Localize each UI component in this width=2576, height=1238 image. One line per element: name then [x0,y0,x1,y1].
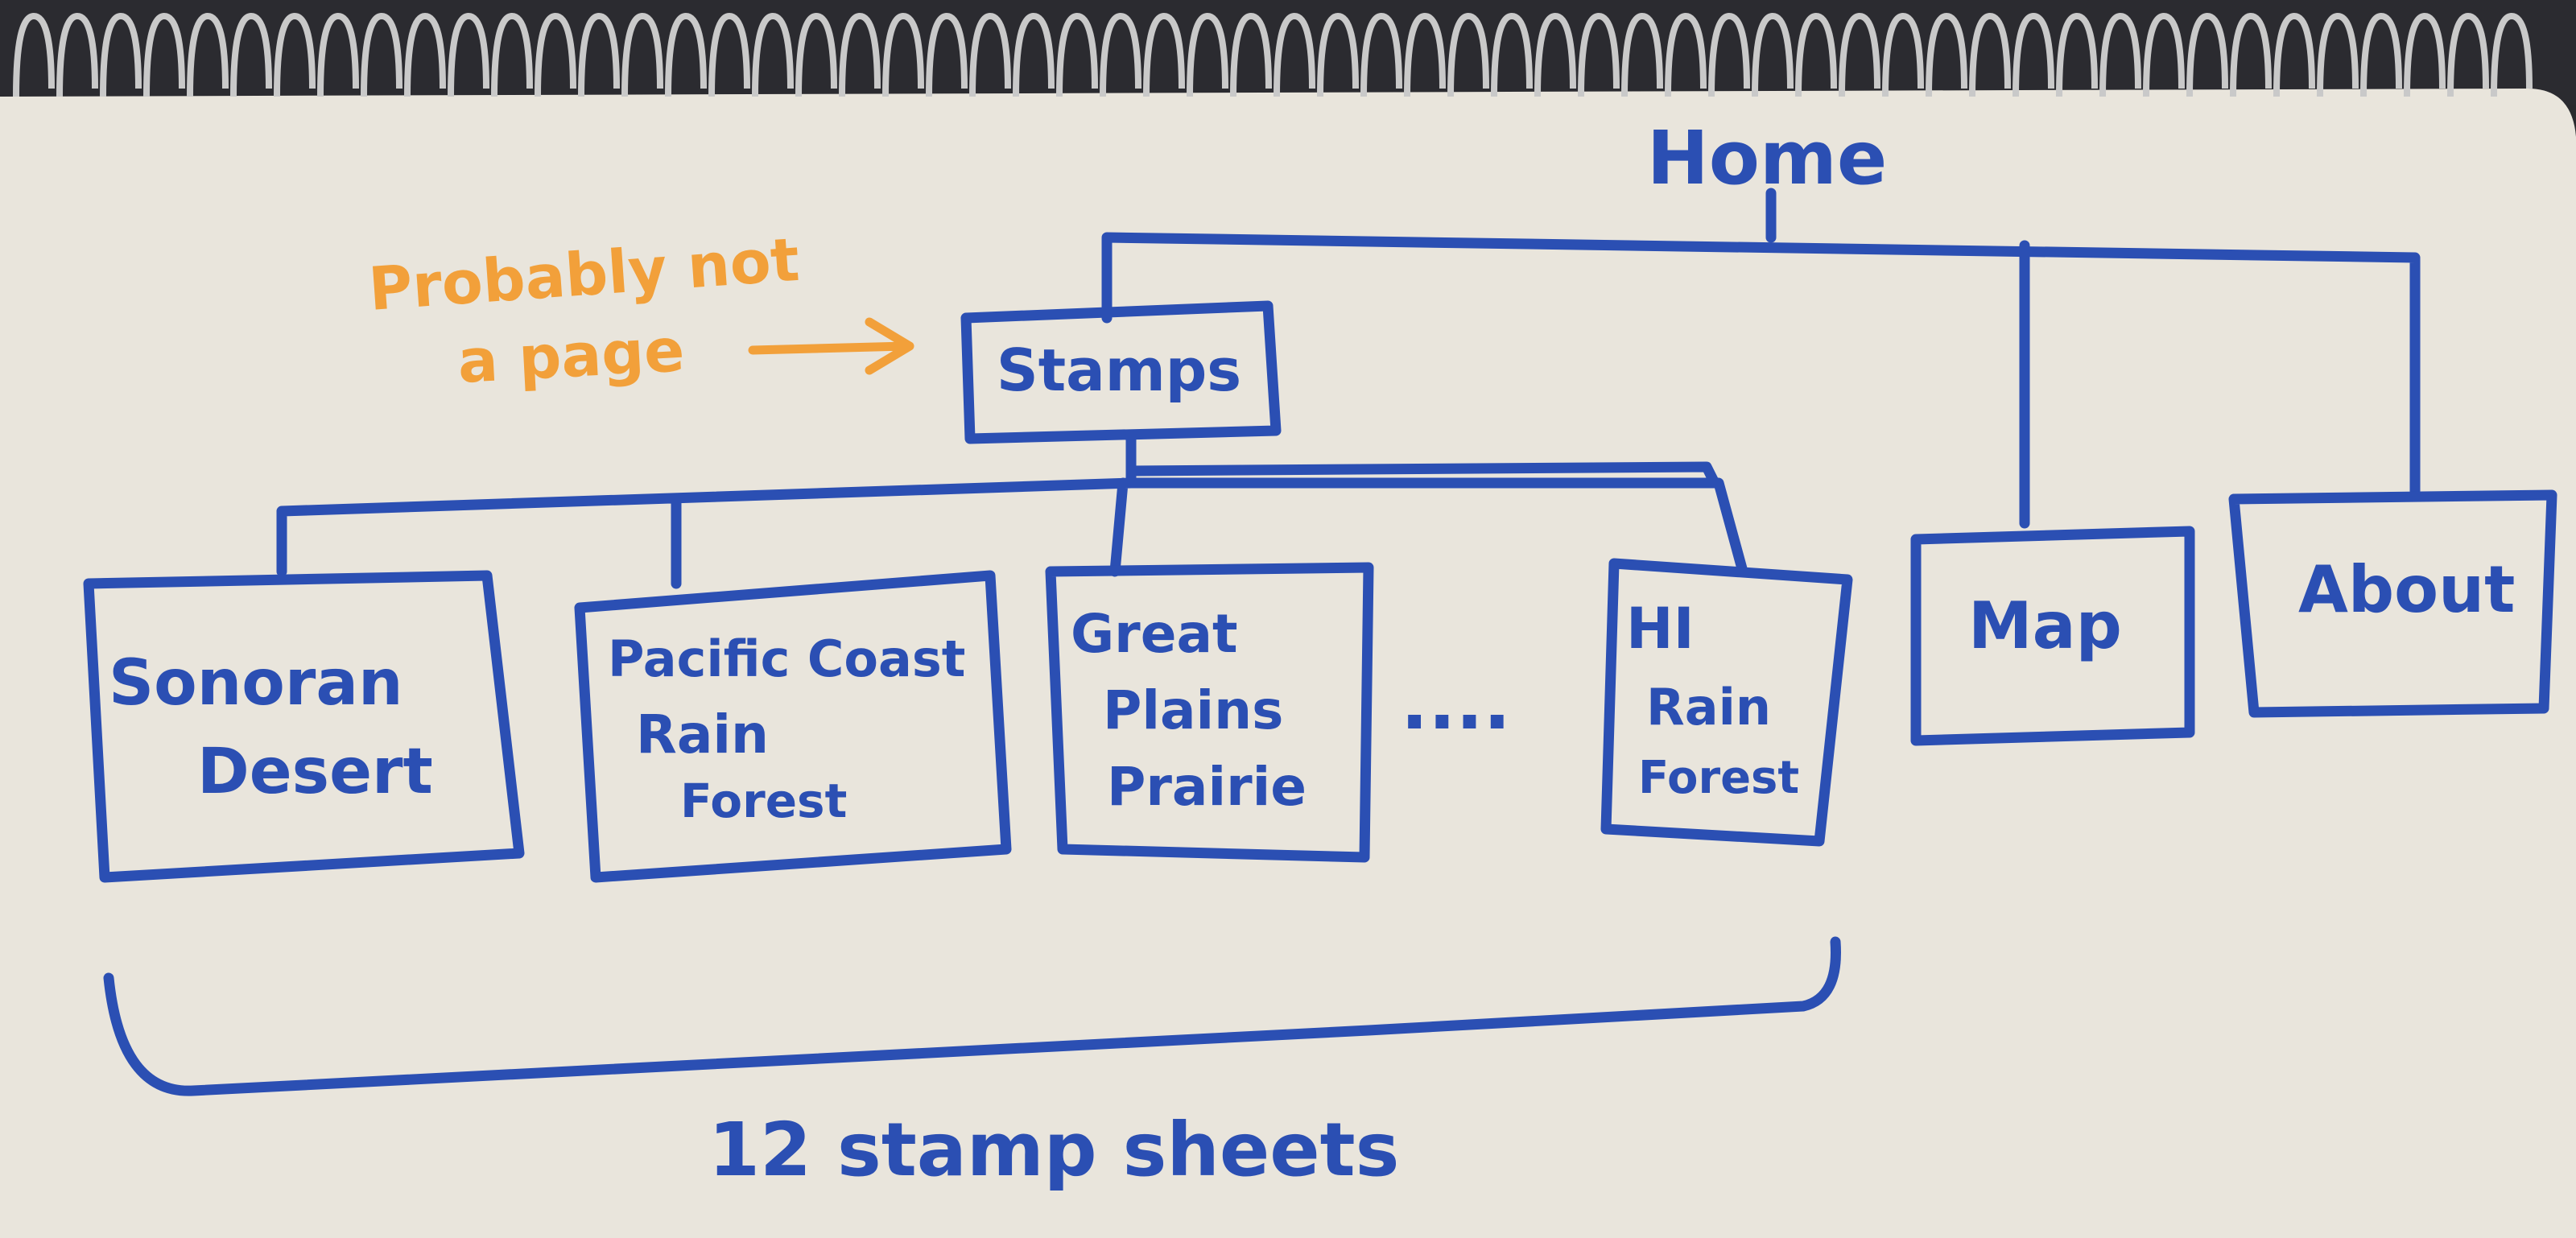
sheets-bar [276,461,1748,589]
spiral-ring [1969,12,2011,97]
spiral-ring [1534,12,1576,97]
spiral-ring [2404,12,2446,97]
spiral-ring [2099,12,2141,97]
spiral-ring [1447,12,1489,97]
spiral-ring [795,12,837,97]
annotation-arrow [748,317,914,375]
spiral-ring [230,12,272,97]
spiral-ring [56,12,98,97]
root-label: Home [1647,115,1887,201]
sheet-box-outline [83,570,525,883]
spiral-ring [317,12,359,97]
sheet-label-line: Rain [1646,678,1771,737]
ellipsis: .... [1401,662,1511,746]
sheet-label-line: Desert [197,736,433,808]
sheet-label-line: Sonoran [109,647,403,720]
spiral-ring [926,12,968,97]
spiral-ring [1926,12,1967,97]
sheet-box-hi: HI Rain Forest [1600,558,1853,847]
sheet-label-line: HI [1626,596,1695,662]
bracket [103,936,1841,1096]
spiral-ring [1100,12,1141,97]
spiral-ring [2447,12,2489,97]
spiral-ring [143,12,185,97]
spiral-ring [361,12,402,97]
stamps-box [960,300,1282,444]
spiral-ring [2013,12,2054,97]
spiral-ring [535,12,576,97]
about-box: About [2228,489,2557,718]
spiral-ring [708,12,750,97]
spiral-ring [1143,12,1185,97]
sheet-label-line: Forest [1638,752,1799,804]
paper-sheet [0,89,2576,1238]
spiral-ring [621,12,663,97]
sheet-box-outline [1600,558,1853,847]
sheet-label-line: Pacific Coast [608,629,965,688]
spiral-ring [1621,12,1663,97]
spiral-ring [404,12,446,97]
spiral-ring [1491,12,1533,97]
spiral-ring [274,12,316,97]
about-box-outline [2228,489,2557,718]
spiral-ring [1752,12,1794,97]
about-label: About [2298,552,2515,627]
spiral-ring [969,12,1011,97]
sheet-label-line: Prairie [1107,756,1307,818]
spiral-ring [882,12,924,97]
bracket-caption: 12 stamp sheets [708,1107,1399,1193]
spiral-ring [2491,12,2533,97]
spiral-ring [2273,12,2315,97]
spiral-ring [491,12,533,97]
spiral-ring [1404,12,1446,97]
sheet-label-line: Forest [680,774,847,828]
spiral-ring [2186,12,2228,97]
spiral-ring [2317,12,2359,97]
spiral-ring [13,12,55,97]
spiral-ring [665,12,707,97]
spiral-ring [1187,12,1228,97]
sheet-box-outline [574,570,1012,883]
sheet-label-line: Rain [636,704,769,765]
map-box-outline [1910,526,2195,746]
spiral-ring [2360,12,2402,97]
spiral-ring [1839,12,1880,97]
sheet-box-outline [1045,562,1374,863]
spiral-ring [187,12,229,97]
annotation-line2: a page [456,316,686,397]
top-bar [1101,232,2421,497]
spiral-ring [1056,12,1098,97]
spiral-ring [1708,12,1750,97]
stamps-label: Stamps [997,336,1241,404]
spiral-ring [2143,12,2185,97]
spiral-ring [1317,12,1359,97]
spiral-ring [839,12,881,97]
spiral-ring [100,12,142,97]
map-label: Map [1968,588,2122,663]
spiral-ring [1360,12,1402,97]
map-box: Map [1910,526,2195,746]
spiral-ring [578,12,620,97]
spiral-ring [1013,12,1055,97]
spiral-ring [1274,12,1315,97]
spiral-binding [13,12,2533,97]
sheet-box-pacific: Pacific Coast Rain Forest [574,570,1012,883]
spiral-ring [2230,12,2272,97]
spiral-ring [1665,12,1707,97]
sheet-label-line: Great [1071,603,1238,665]
sheet-box-great-plains: Great Plains Prairie [1045,562,1374,863]
spiral-ring [1230,12,1272,97]
spiral-ring [1882,12,1924,97]
spiral-ring [1795,12,1837,97]
spiral-ring [448,12,489,97]
sheet-label-line: Plains [1103,679,1283,741]
spiral-ring [1578,12,1620,97]
spiral-ring [752,12,794,97]
sheet-box-sonoran: Sonoran Desert [83,570,525,883]
spiral-ring [2056,12,2098,97]
